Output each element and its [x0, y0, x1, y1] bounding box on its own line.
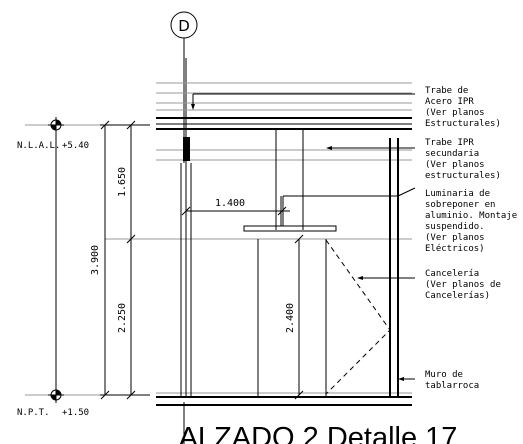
axis-bubble: D [170, 11, 198, 39]
dim-total-height: 3.900 [90, 245, 101, 275]
beam-ipr [156, 117, 412, 130]
npt-label: N.P.T. [17, 408, 50, 418]
axis-label: D [178, 17, 190, 35]
level-marker-bottom [48, 387, 64, 403]
note-trabe-secundaria: Trabe IPR secundaria (Ver planos estruct… [425, 138, 501, 181]
floor-lines [156, 396, 412, 406]
dim-light-height: 2.400 [285, 303, 296, 333]
note-muro: Muro de tablarroca [425, 370, 479, 391]
dim-lower-height: 2.250 [117, 303, 128, 333]
slab-lines [25, 82, 412, 396]
dim-upper-height: 1.650 [117, 167, 128, 197]
nlal-label: N.L.A.L. [17, 141, 60, 151]
dimension-vertical [100, 120, 304, 400]
column-profiles [180, 129, 399, 397]
drawing-title: ALZADO 2 Detalle 17 [179, 422, 458, 444]
note-canceleria: Cancelería (Ver planos de Cancelerías) [425, 269, 506, 301]
dim-light-offset: 1.400 [215, 198, 245, 209]
beam-section-marker [183, 137, 190, 161]
nlal-value: +5.40 [62, 141, 89, 151]
dimension-horizontal [181, 206, 290, 216]
luminaire [243, 196, 337, 232]
npt-value: +1.50 [62, 408, 89, 418]
note-luminaria: Luminaria de sobreponer en aluminio. Mon… [425, 189, 523, 254]
note-trabe-acero: Trabe de Acero IPR (Ver planos Estructur… [425, 86, 501, 129]
canceleria-swing [325, 239, 391, 395]
level-marker-top [48, 117, 64, 133]
leaders [191, 93, 416, 381]
